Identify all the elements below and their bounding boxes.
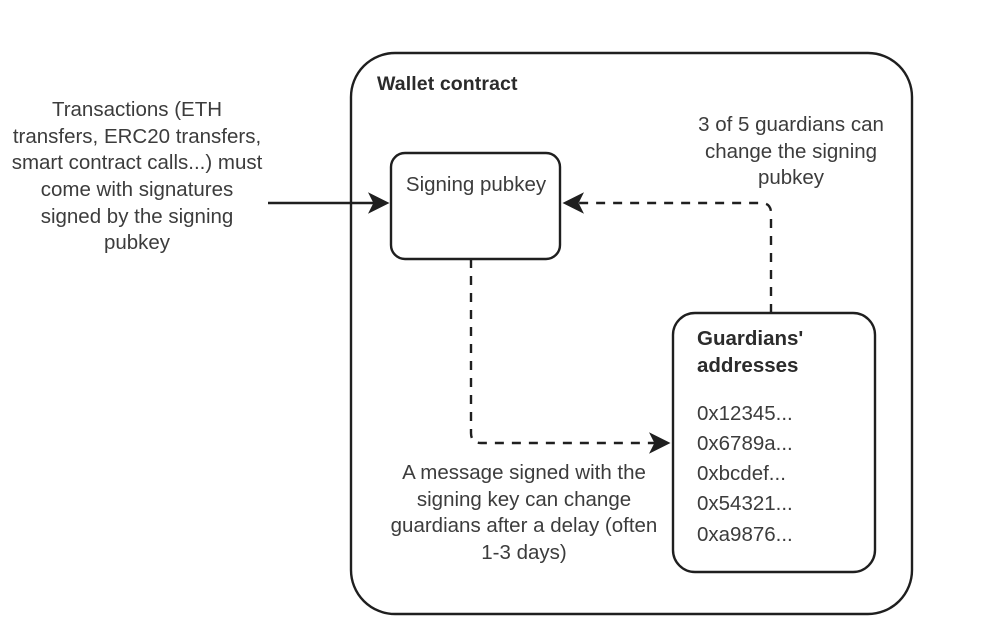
signing-pubkey-label: Signing pubkey [405,173,547,196]
wallet-contract-title: Wallet contract [377,73,518,95]
incoming-transactions-annotation: Transactions (ETH transfers, ERC20 trans… [11,98,263,255]
guardian-change-delay-annotation: A message signed with the signing key ca… [390,461,658,564]
guardians-address-list: 0x12345... 0x6789a... 0xbcdef... 0x54321… [697,402,793,546]
edge-signing-to-guardians [469,259,671,454]
wallet-contract-container [349,51,914,616]
edge-guardians-to-signing [562,192,773,313]
signing-pubkey-box [389,151,562,261]
guardians-addresses-heading: Guardians' addresses [697,327,804,378]
guardians-addresses-box [671,311,877,574]
guardian-recovery-annotation: 3 of 5 guardians can change the signing … [698,113,884,190]
